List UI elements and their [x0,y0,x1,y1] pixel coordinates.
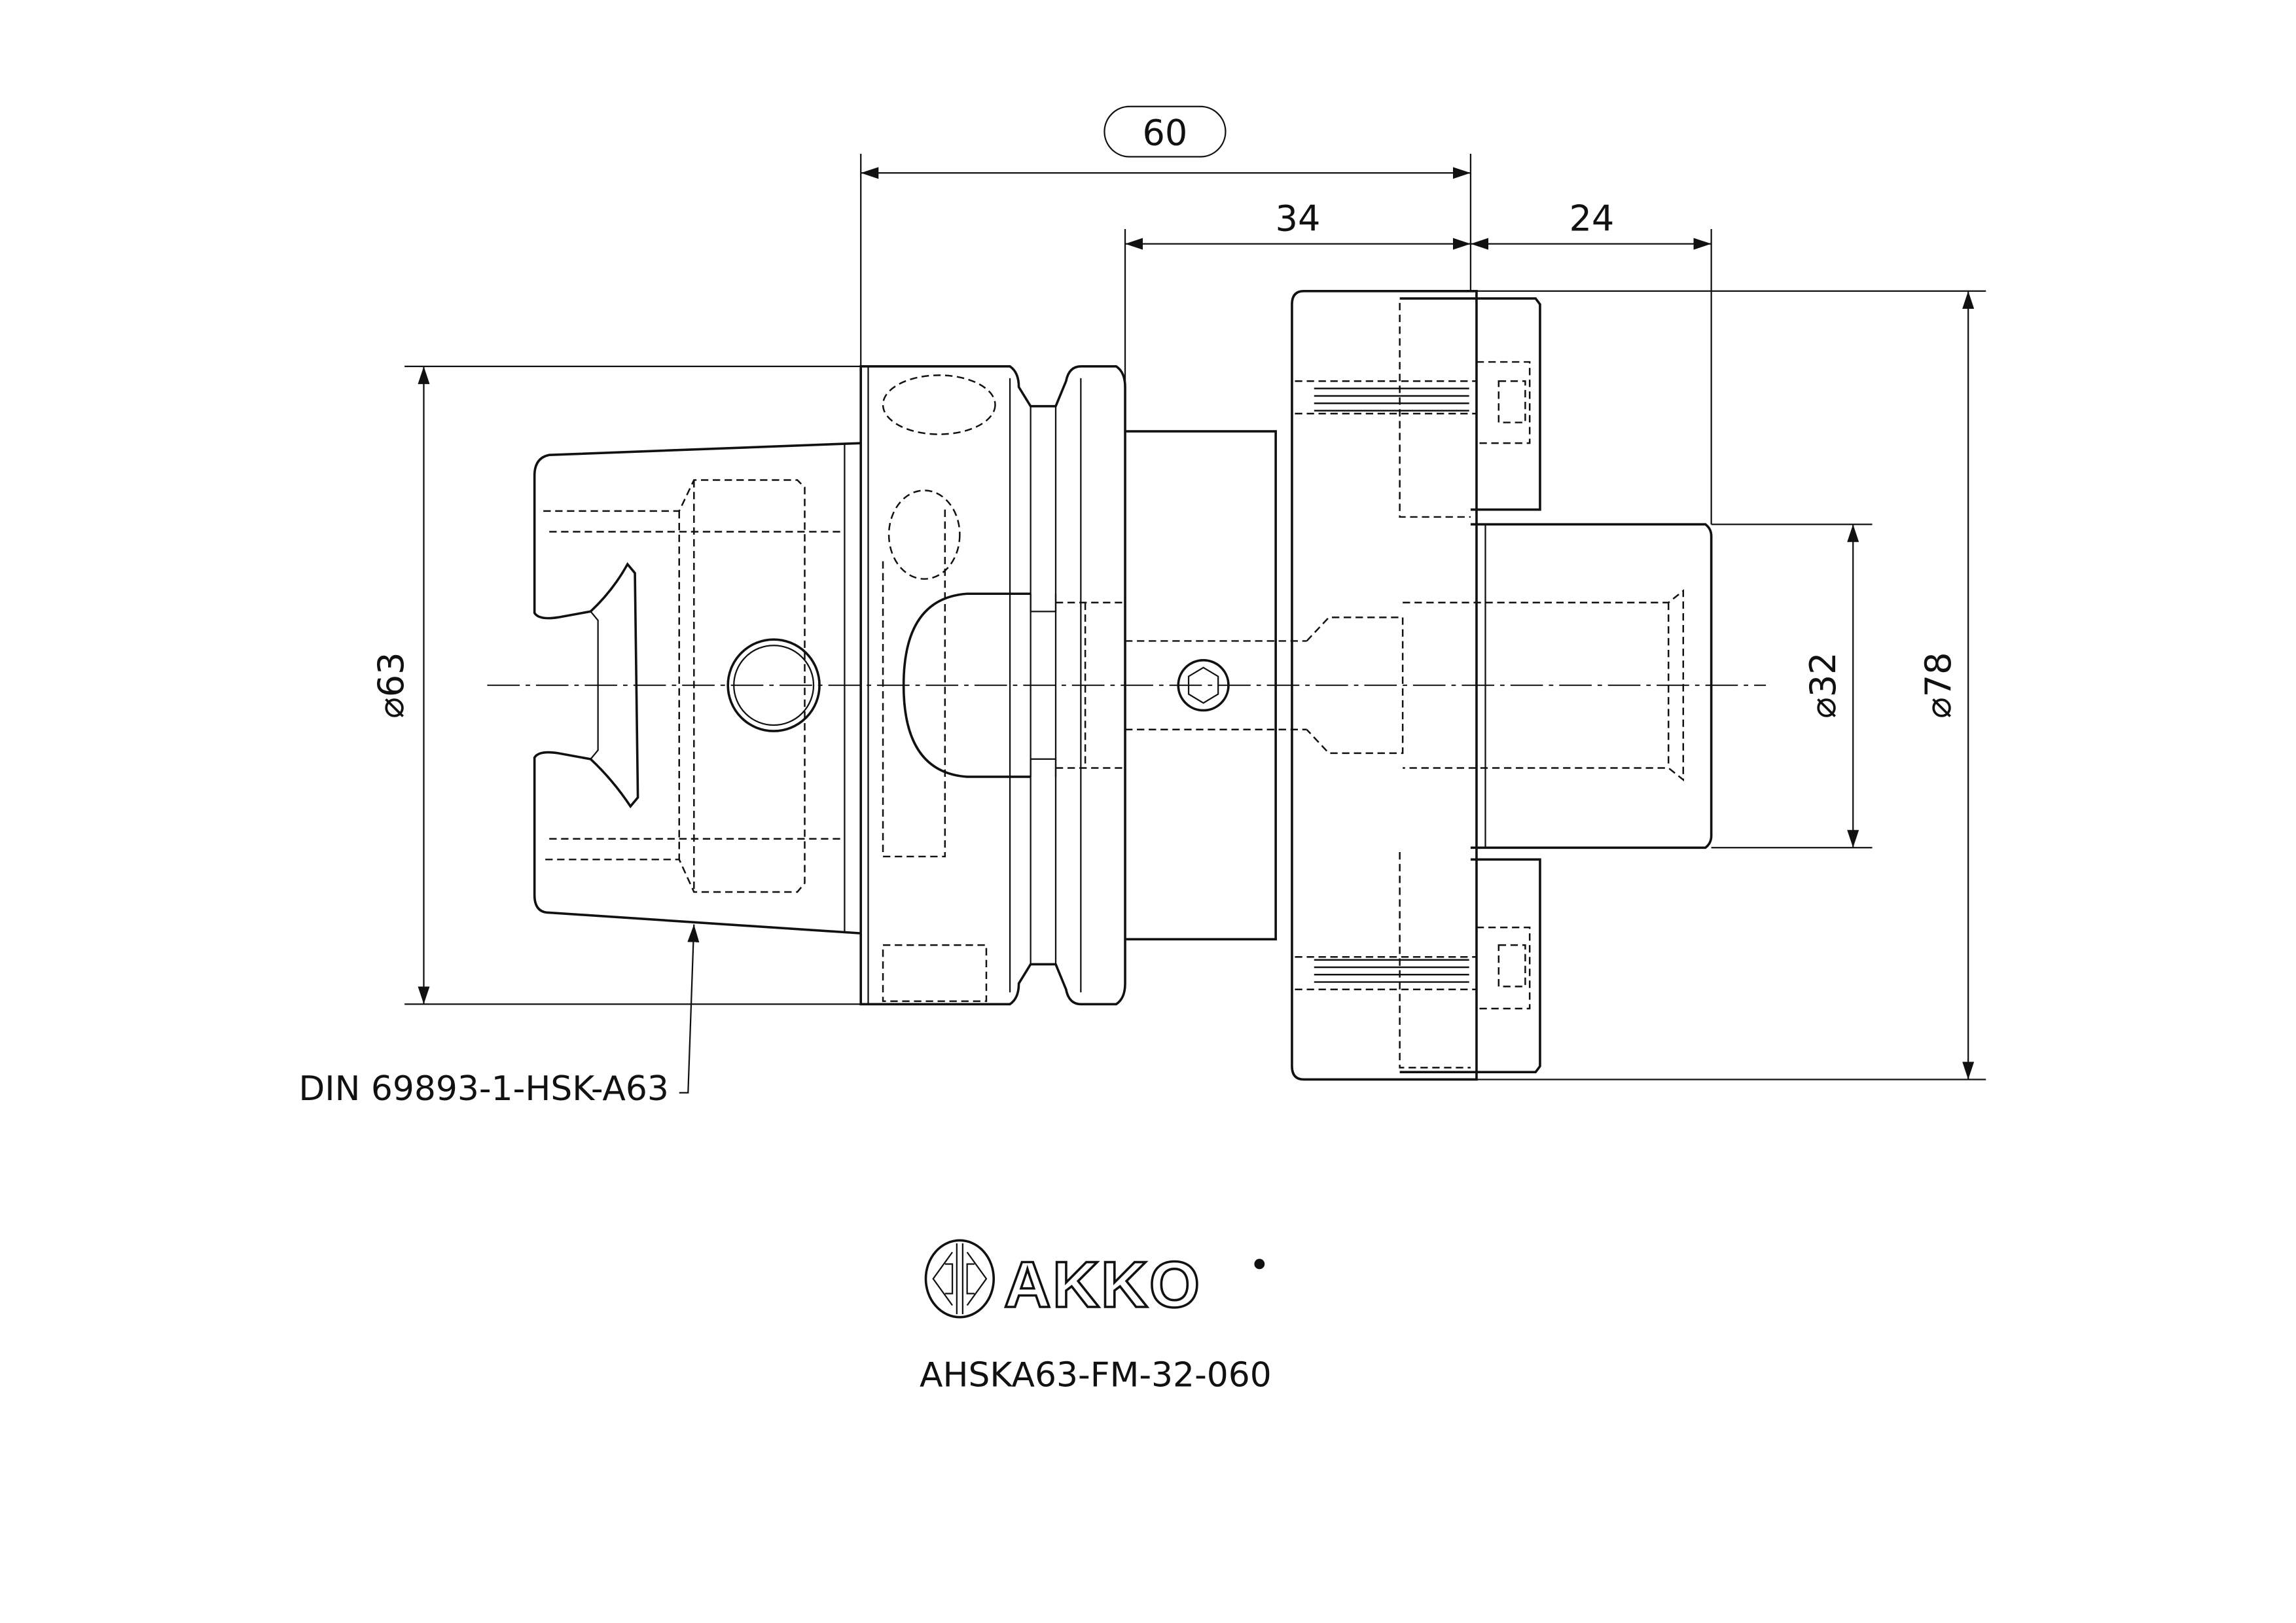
dimension-d78-label: ⌀78 [1918,652,1959,718]
face-mill-flange [1291,289,1541,1081]
clamp-bolt-top [1399,297,1541,511]
akko-logo: AKKO [924,1239,1265,1323]
dimension-34: 34 [1124,198,1471,432]
part-number: AHSKA63-FM-32-060 [920,1356,1272,1395]
interface-callout: DIN 69893-1-HSK-A63 [298,924,700,1109]
body-shank [1125,430,1404,940]
hsk-taper-shank [533,442,861,935]
dimension-d78: ⌀78 [1476,290,1986,1080]
dimension-60: 60 [860,105,1472,366]
interface-standard-label: DIN 69893-1-HSK-A63 [298,1069,669,1109]
registered-mark-icon [1254,1258,1265,1270]
dimension-60-label: 60 [1143,112,1188,153]
gripper-flange [859,365,1126,1006]
dimension-d32-label: ⌀32 [1803,652,1844,718]
pilot-cylinder [1403,523,1713,849]
brand-wordmark: AKKO [1004,1249,1201,1321]
dimension-d32: ⌀32 [1711,524,1873,849]
dimension-24: 24 [1470,198,1712,525]
dimension-34-label: 34 [1276,198,1321,239]
set-screw-hex-icon [1177,658,1230,712]
dimension-d63-label: ⌀63 [370,652,412,718]
dimension-d63: ⌀63 [370,365,861,1005]
clamp-bolt-bottom [1399,858,1541,1073]
coolant-port-circle [726,638,821,732]
dimension-24-label: 24 [1569,198,1614,239]
